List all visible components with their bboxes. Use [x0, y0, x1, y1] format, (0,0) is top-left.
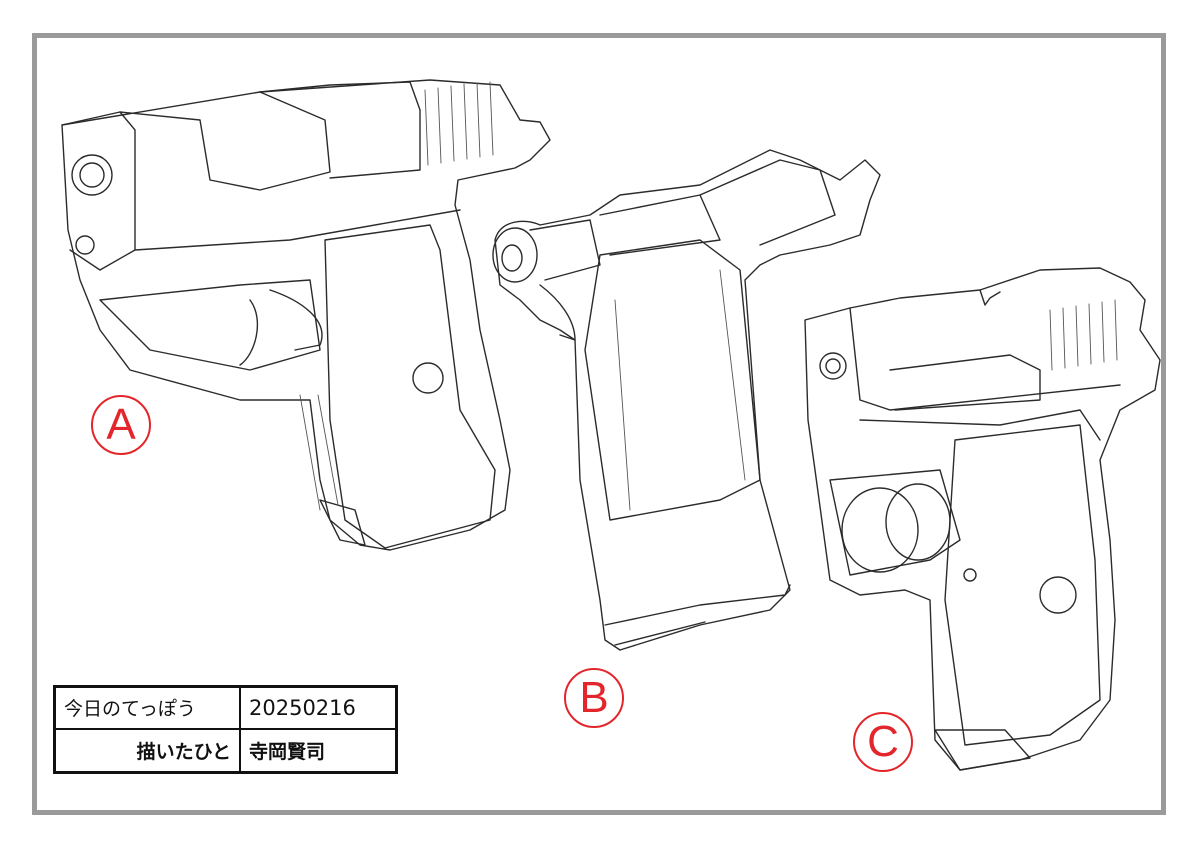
label-b-mark: B — [564, 668, 624, 728]
artist-name: 寺岡賢司 — [249, 740, 326, 763]
label-a-mark: A — [91, 395, 151, 455]
info-table: 今日のてっぽう 20250216 描いたひと 寺岡賢司 — [53, 685, 398, 774]
label-c-mark: C — [853, 712, 913, 772]
pistol-a-drawing — [61, 79, 551, 551]
pistol-b-drawing — [492, 149, 881, 651]
title-label: 今日のてっぽう — [56, 688, 241, 730]
pistol-c-drawing — [804, 267, 1161, 771]
artist-label: 描いたひと — [56, 729, 241, 771]
date-value: 20250216 — [241, 688, 395, 730]
